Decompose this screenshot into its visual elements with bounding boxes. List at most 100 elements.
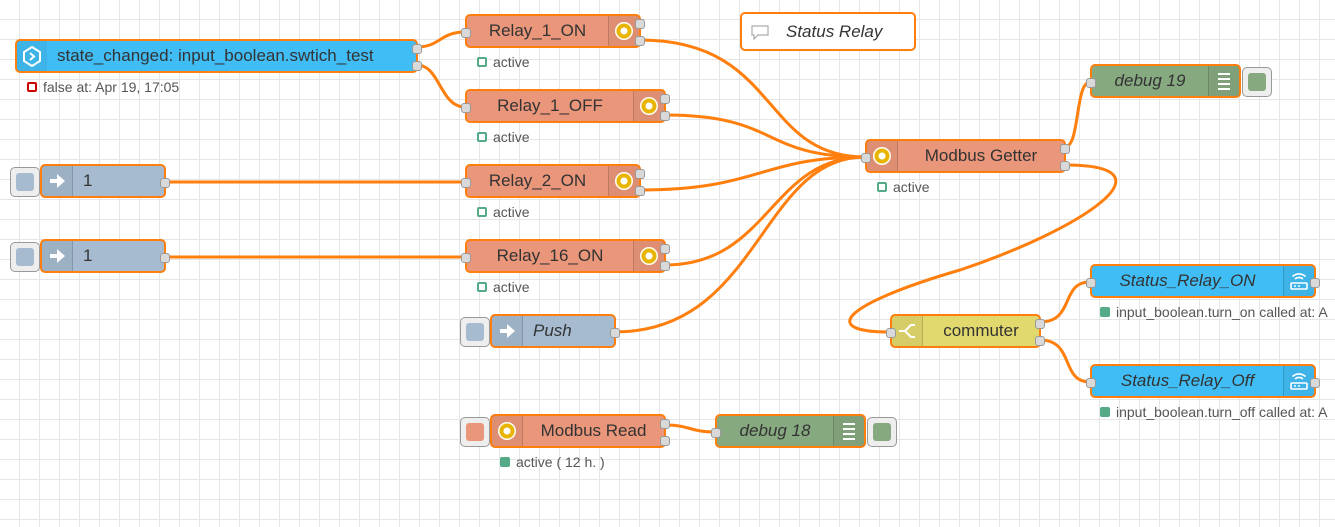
- status-ring-icon: [477, 207, 487, 217]
- wire: [1039, 338, 1091, 384]
- input-port[interactable]: [461, 253, 471, 263]
- node-label: debug 19: [1114, 71, 1186, 90]
- inject-button[interactable]: [10, 167, 40, 197]
- output-port[interactable]: [160, 253, 170, 263]
- node-status: input_boolean.turn_off called at: A: [1100, 404, 1327, 420]
- cog-icon: [492, 416, 523, 446]
- modbus-flex-write-node[interactable]: Relay_1_OFF: [461, 89, 670, 123]
- output-port[interactable]: [660, 94, 670, 104]
- output-port[interactable]: [1060, 161, 1070, 171]
- node-status: active: [877, 179, 930, 195]
- arrow-in-icon: [42, 166, 73, 196]
- inject-node[interactable]: Push: [490, 314, 620, 348]
- cog-icon: [633, 241, 664, 271]
- input-port[interactable]: [1086, 378, 1096, 388]
- inject-button[interactable]: [460, 317, 490, 347]
- wire: [848, 163, 1118, 334]
- wire: [614, 155, 866, 334]
- input-port[interactable]: [861, 153, 871, 163]
- output-port[interactable]: [610, 328, 620, 338]
- wire: [664, 155, 866, 267]
- node-status: active: [477, 204, 530, 220]
- node-status: input_boolean.turn_on called at: A: [1100, 304, 1328, 320]
- inject-node[interactable]: 1: [40, 164, 170, 198]
- node-status: active: [477, 279, 530, 295]
- comment-label: Status Relay: [786, 21, 883, 41]
- status-dot-icon: [500, 457, 510, 467]
- modbus-flex-write-node[interactable]: Relay_2_ON: [461, 164, 645, 198]
- output-port[interactable]: [1035, 319, 1045, 329]
- ha-call-service-node[interactable]: Status_Relay_Off: [1086, 364, 1320, 398]
- list-icon: [833, 416, 864, 446]
- node-label: 1: [83, 171, 93, 190]
- output-port[interactable]: [660, 419, 670, 429]
- home-assistant-icon: [17, 41, 47, 71]
- output-port[interactable]: [635, 186, 645, 196]
- node-status: active ( 12 h. ): [500, 454, 605, 470]
- output-port[interactable]: [660, 111, 670, 121]
- output-port[interactable]: [635, 19, 645, 29]
- node-label: debug 18: [739, 421, 811, 440]
- input-port[interactable]: [886, 328, 896, 338]
- debug-toggle-button[interactable]: [1242, 67, 1272, 97]
- debug-node[interactable]: debug 19: [1086, 64, 1241, 98]
- input-port[interactable]: [1086, 78, 1096, 88]
- debug-node[interactable]: debug 18: [711, 414, 866, 448]
- ha-call-service-node[interactable]: Status_Relay_ON: [1086, 264, 1320, 298]
- node-label: Relay_16_ON: [496, 246, 604, 265]
- inject-button[interactable]: [10, 242, 40, 272]
- input-port[interactable]: [461, 103, 471, 113]
- inject-node[interactable]: 1: [40, 239, 170, 273]
- modbus-flex-write-node[interactable]: Relay_16_ON: [461, 239, 670, 273]
- node-label: 1: [83, 246, 93, 265]
- comment-icon: [742, 14, 778, 49]
- modbus-flex-write-node[interactable]: Relay_1_ON: [461, 14, 645, 48]
- input-port[interactable]: [461, 28, 471, 38]
- list-icon: [1208, 66, 1239, 96]
- wire: [639, 155, 866, 192]
- output-port[interactable]: [635, 169, 645, 179]
- debug-toggle-button[interactable]: [867, 417, 897, 447]
- arrow-in-icon: [42, 241, 73, 271]
- wire: [1064, 80, 1091, 149]
- node-label: Status_Relay_ON: [1119, 271, 1256, 290]
- ha-events-state-node[interactable]: state_changed: input_boolean.swtich_test: [15, 39, 422, 73]
- node-label: commuter: [943, 321, 1019, 340]
- cog-icon: [867, 141, 898, 171]
- status-ring-icon: [477, 132, 487, 142]
- output-port[interactable]: [1310, 378, 1320, 388]
- cog-icon: [633, 91, 664, 121]
- node-label: Modbus Getter: [924, 146, 1038, 165]
- output-port[interactable]: [1060, 144, 1070, 154]
- output-port[interactable]: [660, 436, 670, 446]
- node-status: active: [477, 129, 530, 145]
- comment-node[interactable]: Status Relay: [740, 12, 916, 51]
- wire: [664, 423, 716, 434]
- output-port[interactable]: [412, 44, 422, 54]
- input-port[interactable]: [1086, 278, 1096, 288]
- output-port[interactable]: [412, 61, 422, 71]
- switch-node[interactable]: commuter: [886, 314, 1045, 348]
- node-label: Relay_1_OFF: [497, 96, 603, 115]
- input-port[interactable]: [711, 428, 721, 438]
- output-port[interactable]: [660, 244, 670, 254]
- wire: [664, 113, 866, 159]
- router-icon: [1283, 366, 1314, 396]
- output-port[interactable]: [635, 36, 645, 46]
- inject-button[interactable]: [460, 417, 490, 447]
- output-port[interactable]: [1310, 278, 1320, 288]
- node-label: Relay_1_ON: [488, 21, 587, 40]
- output-port[interactable]: [1035, 336, 1045, 346]
- status-ring-icon: [27, 82, 37, 92]
- node-status: false at: Apr 19, 17:05: [27, 79, 179, 95]
- cog-icon: [608, 166, 639, 196]
- output-port[interactable]: [160, 178, 170, 188]
- node-status: active: [477, 54, 530, 70]
- node-label: Modbus Read: [540, 421, 647, 440]
- output-port[interactable]: [660, 261, 670, 271]
- modbus-read-node[interactable]: Modbus Read: [490, 414, 670, 448]
- modbus-getter-node[interactable]: Modbus Getter: [861, 139, 1070, 173]
- input-port[interactable]: [461, 178, 471, 188]
